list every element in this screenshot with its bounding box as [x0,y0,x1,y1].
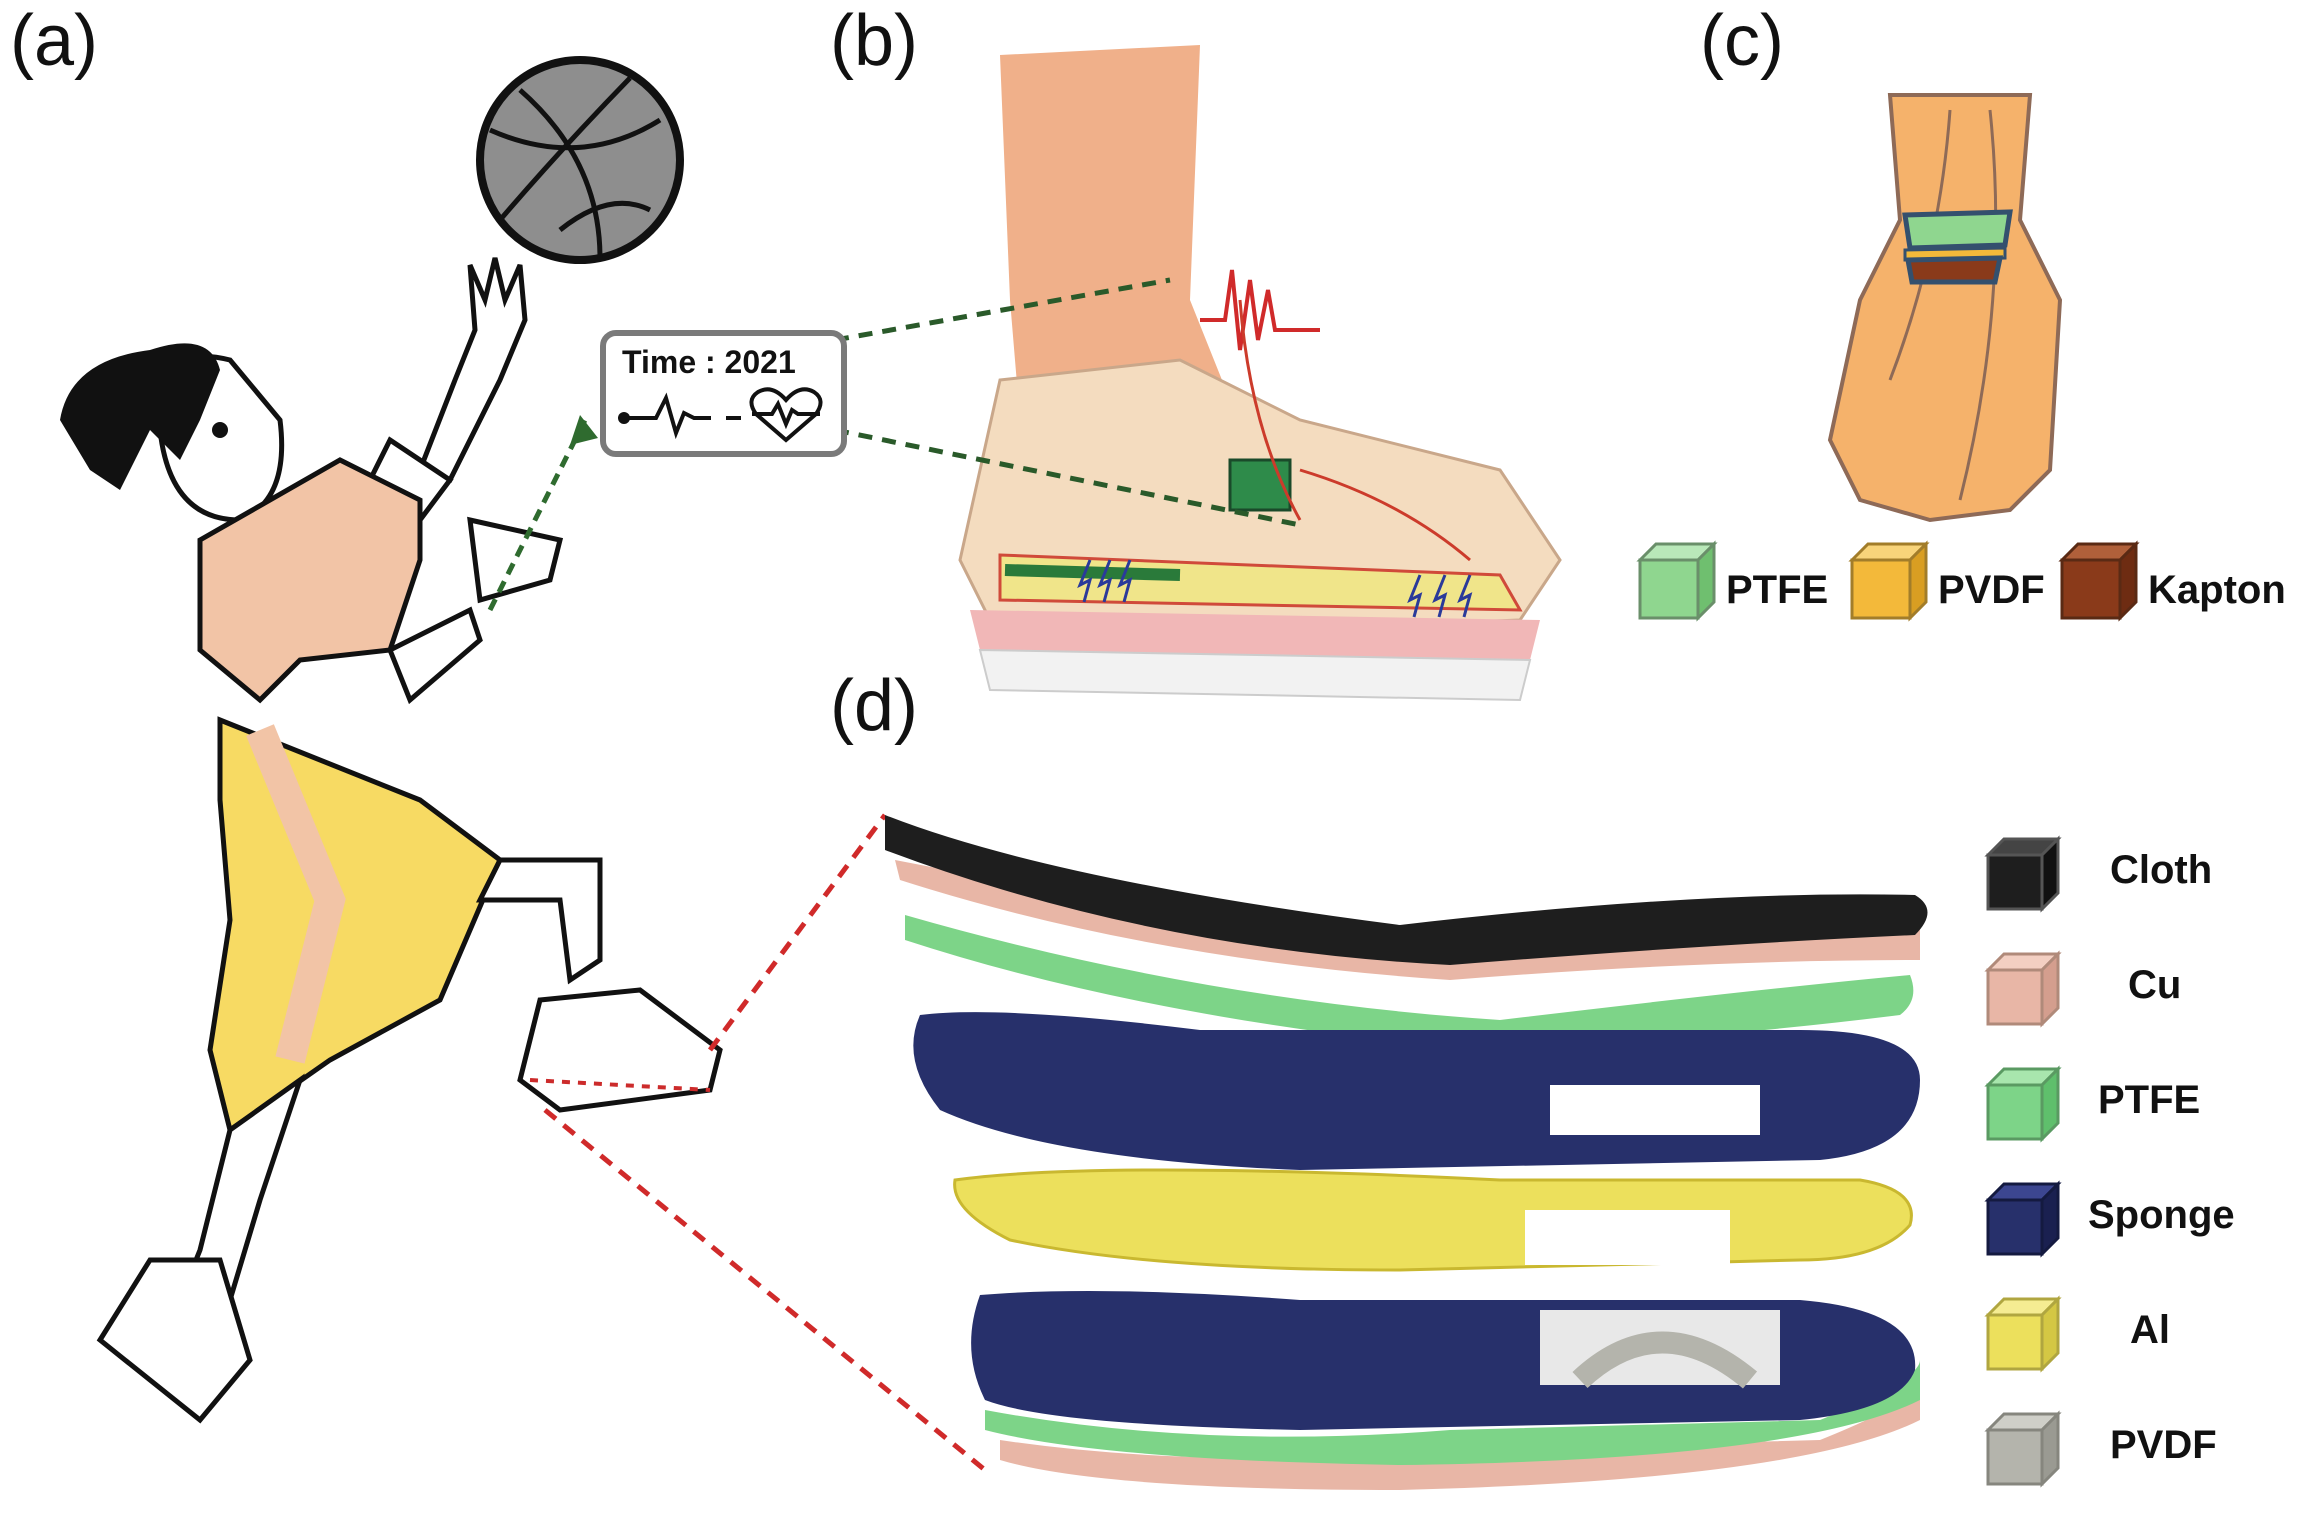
legend-d-label-sponge: Sponge [2088,1193,2235,1237]
player-shoe-back [96,1257,253,1424]
layer-sponge-bottom [971,1291,1916,1430]
layer-sponge-top [913,1012,1920,1170]
pvdf-arch [1572,1331,1758,1389]
layer-cu [895,860,1920,980]
panel-label-b: (b) [830,1,918,81]
foot-sensor-illustration [1827,93,2063,523]
panel-label-d: (d) [830,666,918,746]
legend-d-label-cloth: Cloth [2110,848,2213,892]
zoom-line-bottom [543,1108,987,1472]
legend-c-kapton-cube [2058,540,2140,622]
legend-d-label-al: Al [2130,1308,2170,1352]
legend-d-label-ptfe: PTFE [2098,1078,2201,1122]
ecg-signal [1200,269,1320,351]
zoom-line-top [707,813,888,1052]
player-shorts [207,716,504,1135]
basketball-player-illustration [60,56,723,1424]
signal-arrow [487,418,588,612]
time-label: Time : 2021 [622,344,796,380]
player-shoe-raised [517,987,723,1113]
sensor-layer-kapton [1905,255,2004,285]
basketball [476,56,684,264]
heart-rate-icon [749,387,823,443]
callout-line-bottom [834,427,1301,528]
legend-c-label-pvdf: PVDF [1938,568,2045,612]
legend-d-cubes [1984,835,2062,1488]
layer-ptfe-top [905,915,1914,1050]
foot-outline [1827,93,2063,523]
legend-d-cloth-cube [1984,835,2062,913]
legend-d-ptfe-cube [1984,1065,2062,1143]
smart-shoe-illustration [834,45,1562,702]
layer-cu-bottom [1000,1380,1920,1490]
legend-d-label-pvdf: PVDF [2110,1423,2217,1467]
legend-d-cu-cube [1984,950,2062,1028]
layer-ptfe-bottom [985,1360,1920,1465]
legend-c-label-ptfe: PTFE [1726,568,1829,612]
ankle-leg [1000,45,1230,420]
layer-cloth [885,815,1928,965]
sensor-layer-ptfe [1902,209,2013,251]
raised-hand [416,257,528,484]
panel-label-c: (c) [1700,1,1784,81]
legend-d-pvdf-cube [1984,1410,2062,1488]
legend-c-pvdf-cube [1848,540,1930,622]
legend-d-label-cu: Cu [2128,963,2182,1007]
exploded-insole-layers [543,813,1928,1490]
panel-label-a: (a) [10,1,98,81]
circuit-board [1228,458,1292,512]
callout-line-top [834,277,1171,343]
legend-c-cubes [1636,540,2140,622]
legend-d-al-cube [1984,1295,2062,1373]
legend-c-label-kapton: Kapton [2148,568,2286,612]
legend-c-ptfe-cube [1636,540,1718,622]
ecg-pulse-icon [618,392,741,440]
layer-al [953,1168,1913,1272]
time-display-box: Time : 2021 [600,330,847,457]
player-head [60,343,285,523]
shoe-sole [970,610,1540,660]
legend-d-sponge-cube [1984,1180,2062,1258]
